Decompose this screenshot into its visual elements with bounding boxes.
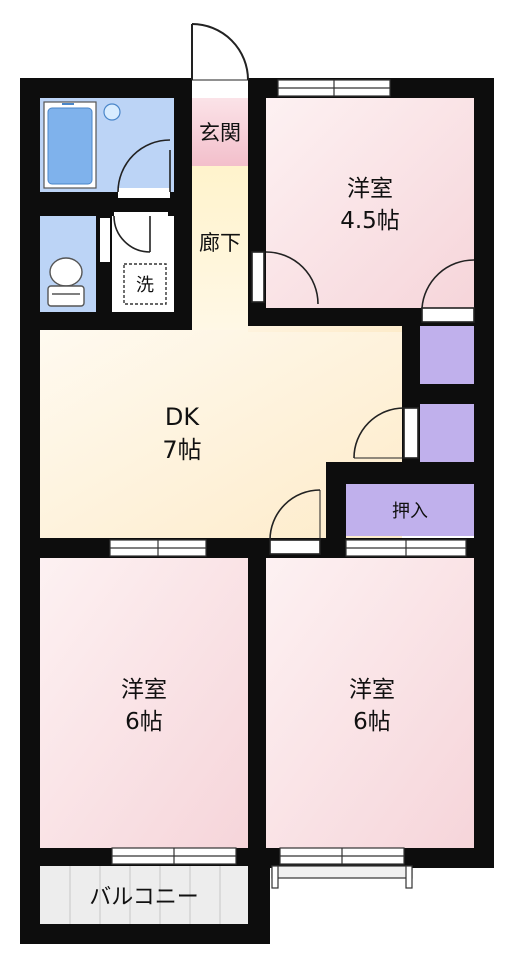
windows — [109, 79, 467, 889]
dk-size: 7帖 — [162, 436, 201, 464]
oshiire-floor — [346, 484, 474, 536]
genkan-label: 玄関 — [199, 121, 241, 145]
western-room-6-right-size: 6帖 — [353, 709, 391, 735]
balcony-grating — [69, 866, 221, 924]
bathtub — [43, 101, 121, 189]
western-room-6-right-name: 洋室 — [349, 677, 395, 703]
entrance-door — [191, 23, 249, 81]
western-room-4-5-size: 4.5帖 — [340, 208, 400, 234]
genkan-floor — [192, 98, 248, 166]
closet-lower — [420, 404, 474, 462]
washroom-label: 洗 — [136, 275, 154, 296]
interior-doors — [100, 139, 475, 555]
oshiire-label: 押入 — [392, 501, 428, 522]
balcony-label: バルコニー — [89, 885, 199, 910]
western-room-6-right-floor — [266, 558, 474, 848]
hallway-label: 廊下 — [199, 231, 241, 255]
western-room-4-5-floor — [266, 98, 474, 308]
western-room-4-5-name: 洋室 — [347, 176, 393, 202]
western-room-6-left-floor — [40, 558, 248, 848]
toilet-icon — [47, 257, 85, 307]
dk-name: DK — [165, 403, 200, 431]
washing-machine-icon — [123, 263, 167, 305]
closet-upper — [420, 326, 474, 384]
balcony-floor — [40, 866, 248, 924]
hallway-floor — [192, 166, 248, 332]
western-room-6-left-size: 6帖 — [125, 709, 163, 735]
western-room-6-left-name: 洋室 — [121, 677, 167, 703]
